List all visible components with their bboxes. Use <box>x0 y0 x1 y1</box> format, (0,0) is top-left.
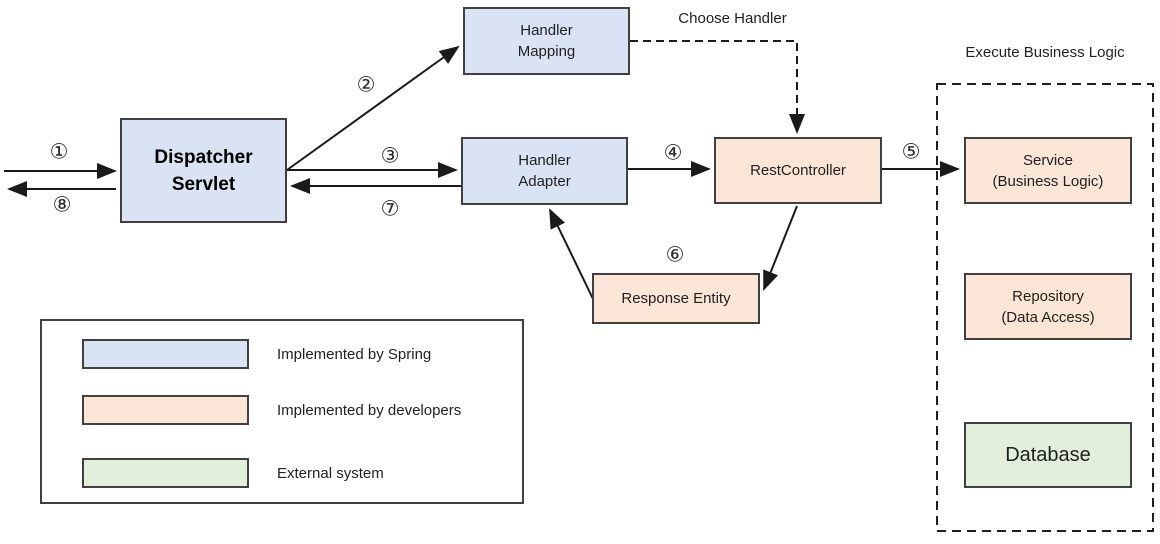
step-6-marker: ⑥ <box>665 243 685 267</box>
legend-swatch-developers <box>82 395 249 425</box>
legend-label-external: External system <box>277 464 384 482</box>
node-dispatcher-servlet-label-line2: Servlet <box>171 173 236 195</box>
arrow-controller-to-response-entity <box>763 205 798 291</box>
arrow-response-entity-to-adapter <box>549 208 595 302</box>
node-database-label: Database <box>1005 443 1091 466</box>
legend-swatch-spring <box>82 339 249 369</box>
choose-handler-annotation: Choose Handler <box>678 10 787 27</box>
node-response-entity-label: Response Entity <box>621 290 731 307</box>
legend: Implemented by Spring Implemented by dev… <box>40 319 524 504</box>
step-8-marker: ⑧ <box>52 193 72 217</box>
arrow-step-2 <box>286 45 460 171</box>
node-handler-mapping-label-line2: Mapping <box>517 43 576 60</box>
node-repository: Repository (Data Access) <box>964 273 1132 340</box>
legend-label-developers: Implemented by developers <box>277 401 462 419</box>
step-4-marker: ④ <box>663 141 683 165</box>
legend-row-external: External system <box>42 458 522 488</box>
business-logic-dashed-box <box>936 83 1154 532</box>
legend-label-spring: Implemented by Spring <box>277 345 432 363</box>
node-service-label-line1: Service <box>1022 151 1074 169</box>
node-service: Service (Business Logic) <box>964 137 1132 204</box>
node-repository-label-line1: Repository <box>1012 287 1084 305</box>
node-response-entity: Response Entity <box>592 273 760 324</box>
legend-row-developers: Implemented by developers <box>42 395 522 425</box>
node-dispatcher-servlet-label-line1: Dispatcher <box>154 146 253 168</box>
choose-handler-dashed-arrow <box>630 40 805 134</box>
node-rest-controller: RestController <box>714 137 882 204</box>
legend-swatch-external <box>82 458 249 488</box>
step-2-marker: ② <box>356 73 376 97</box>
node-repository-label-line2: (Data Access) <box>1001 308 1095 326</box>
step-5-marker: ⑤ <box>901 140 921 164</box>
step-1-marker: ① <box>49 140 69 164</box>
node-handler-mapping: Handler Mapping <box>463 7 630 75</box>
step-3-marker: ③ <box>380 144 400 168</box>
node-handler-adapter-label-line2: Adapter <box>518 173 571 190</box>
legend-row-spring: Implemented by Spring <box>42 339 522 369</box>
node-handler-mapping-label-line1: Handler <box>520 22 573 39</box>
node-handler-adapter-label-line1: Handler <box>518 152 571 169</box>
node-rest-controller-label: RestController <box>750 162 846 179</box>
step-7-marker: ⑦ <box>380 197 400 221</box>
node-database: Database <box>964 422 1132 488</box>
node-dispatcher-servlet: Dispatcher Servlet <box>120 118 287 223</box>
node-handler-adapter: Handler Adapter <box>461 137 628 205</box>
execute-business-logic-annotation: Execute Business Logic <box>965 44 1125 61</box>
node-service-label-line2: (Business Logic) <box>992 172 1104 190</box>
